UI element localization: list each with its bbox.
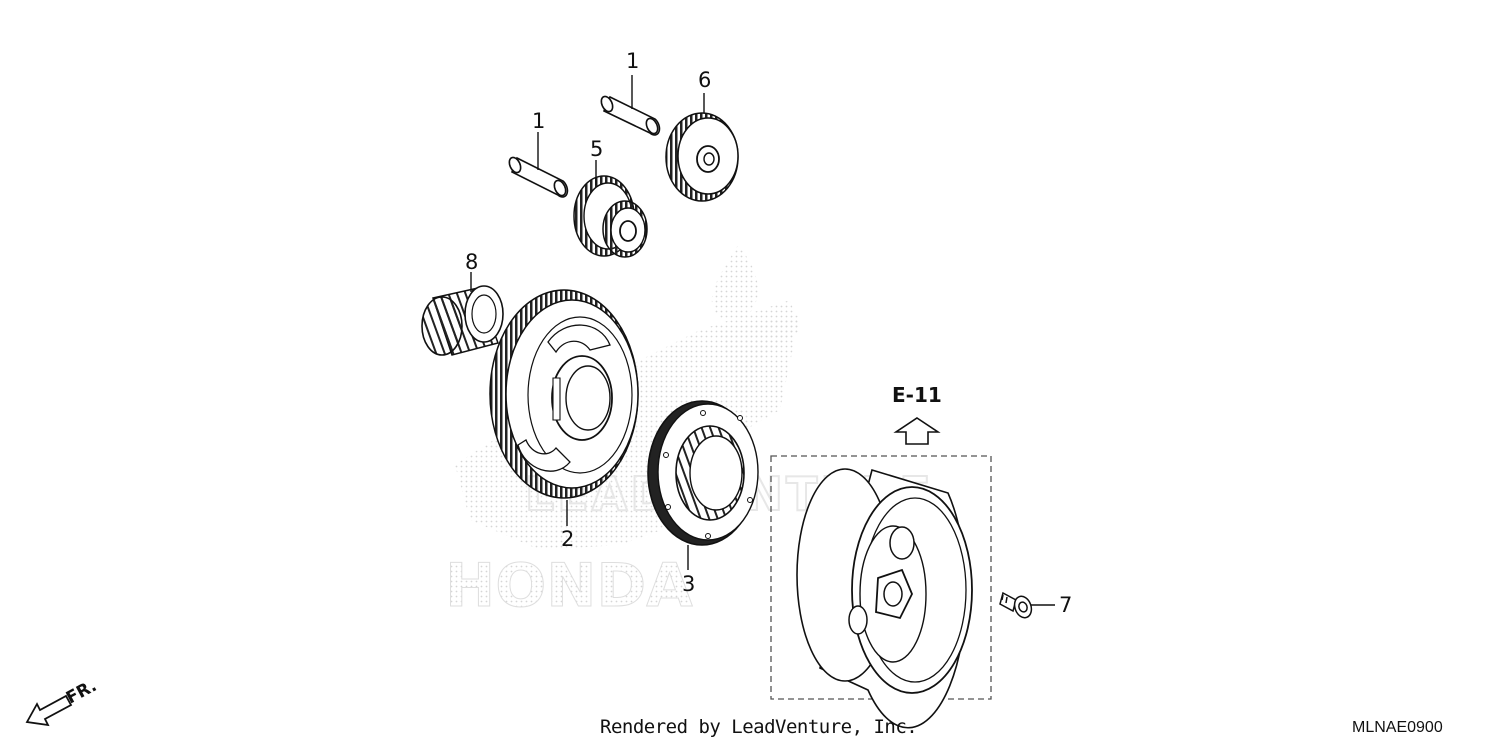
callout-5: 5: [590, 137, 603, 161]
one-way-clutch: [647, 400, 759, 546]
flange-bolt: [999, 591, 1033, 619]
flywheel-assembly: [796, 468, 973, 729]
callout-8: 8: [465, 250, 478, 274]
reference-up-arrow: [893, 417, 941, 445]
pin-top: [600, 95, 661, 136]
idle-gear: [665, 112, 739, 202]
callout-1-top: 1: [626, 49, 639, 73]
callout-2: 2: [561, 527, 574, 551]
reference-label: E-11: [892, 383, 942, 407]
starter-driven-gear: [489, 289, 639, 499]
front-direction-arrow: FR.: [25, 676, 100, 727]
callout-1-left: 1: [532, 109, 545, 133]
needle-bearing: [421, 285, 504, 356]
callout-3: 3: [682, 572, 695, 596]
reduction-gear: [573, 175, 648, 258]
diagram-code: MLNAE0900: [1352, 719, 1443, 736]
callout-6: 6: [698, 68, 711, 92]
callout-7: 7: [1059, 593, 1072, 617]
pin-left: [508, 156, 569, 198]
footer-credit: Rendered by LeadVenture, Inc.: [600, 716, 918, 738]
watermark-brand: HONDA: [445, 551, 693, 621]
